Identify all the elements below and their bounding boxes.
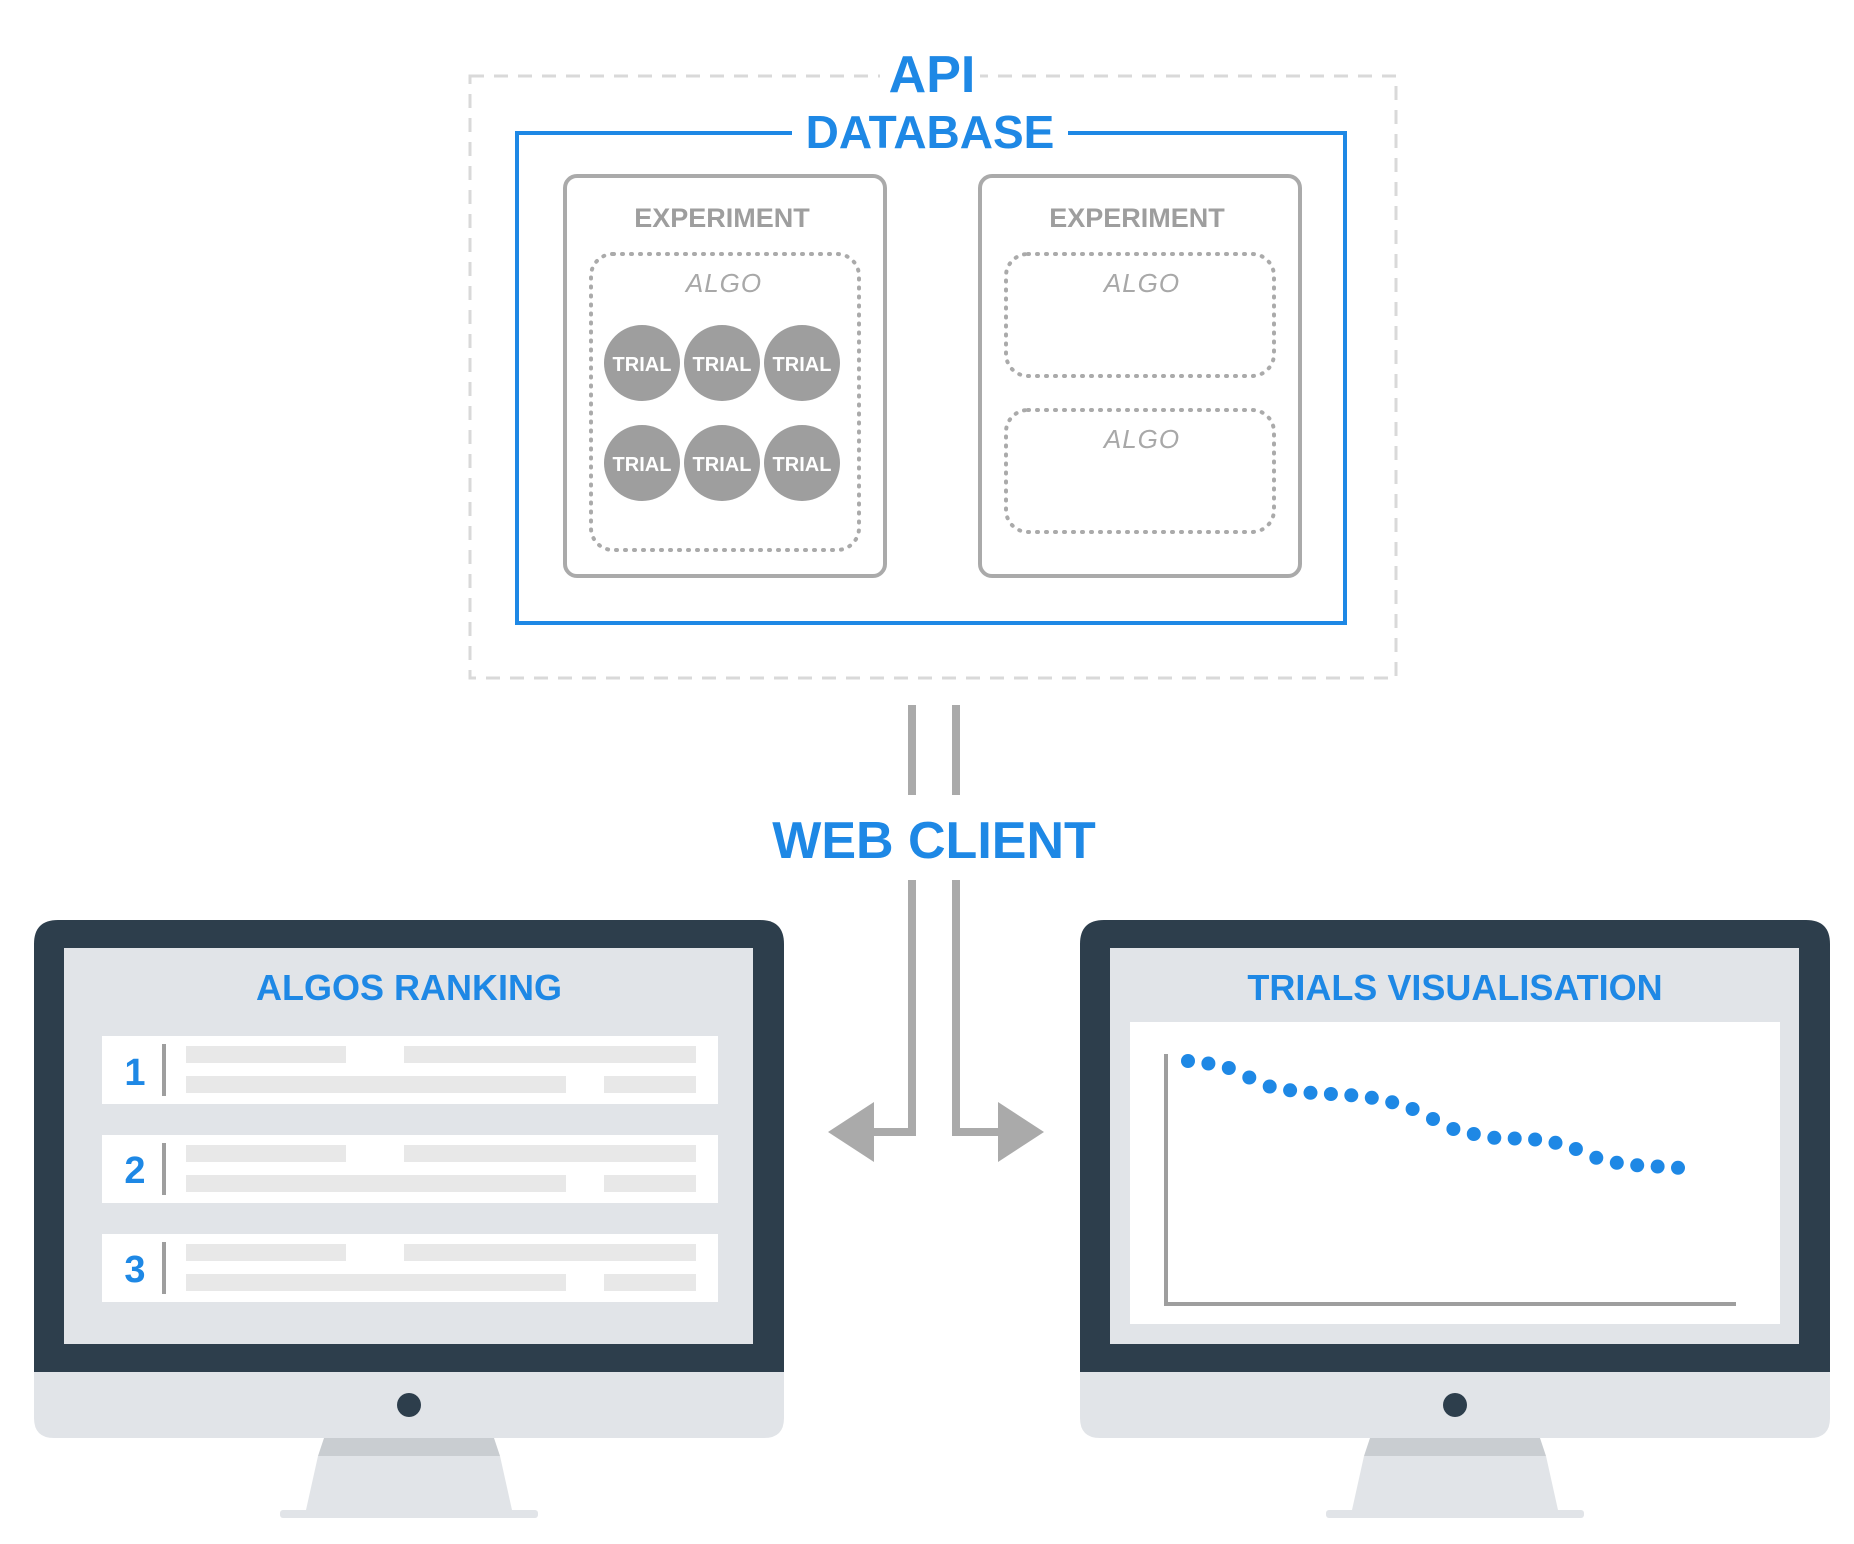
trial-node: TRIAL [684, 425, 760, 501]
trial-point [1589, 1150, 1604, 1165]
database-label: DATABASE [806, 106, 1055, 158]
ranking-row: 3 [102, 1234, 718, 1302]
trial-point [1630, 1158, 1645, 1173]
web-client-label: WEB CLIENT [772, 812, 1096, 870]
trial-point [1283, 1083, 1298, 1098]
trial-point [1446, 1122, 1461, 1136]
algo-label: ALGO [1102, 424, 1180, 454]
trial-point [1181, 1054, 1195, 1068]
trial-point [1385, 1095, 1400, 1110]
experiment-card-2: EXPERIMENT ALGO ALGO [978, 174, 1302, 578]
trial-node: TRIAL [604, 425, 680, 501]
trial-node: TRIAL [764, 425, 840, 501]
svg-text:TRIAL: TRIAL [773, 354, 832, 376]
trial-point [1507, 1131, 1522, 1146]
plot-panel [1130, 1022, 1780, 1324]
trial-point [1466, 1127, 1481, 1141]
ranking-monitor: ALGOS RANKING 1 2 3 [34, 920, 784, 1518]
trial-point [1671, 1160, 1685, 1175]
left-arrow [828, 880, 916, 1162]
trial-point [1426, 1112, 1440, 1126]
ranking-row: 1 [102, 1036, 718, 1104]
experiment-label: EXPERIMENT [634, 203, 810, 233]
trial-point [1405, 1102, 1420, 1116]
api-label: API [889, 46, 976, 104]
algo-label: ALGO [1102, 268, 1180, 298]
algo-box [1004, 252, 1276, 378]
trial-point [1568, 1142, 1583, 1156]
trial-point [1262, 1079, 1277, 1094]
trial-point [1548, 1135, 1563, 1150]
ranking-title: ALGOS RANKING [256, 967, 562, 1008]
trial-point [1303, 1085, 1318, 1100]
rank-number: 2 [124, 1150, 145, 1192]
trial-node: TRIAL [684, 325, 760, 401]
experiment-card-1: EXPERIMENT ALGO TRIAL TRIAL TRIAL TRIAL … [563, 174, 887, 578]
right-arrow [952, 880, 1044, 1162]
trial-point [1650, 1159, 1665, 1174]
algo-box [589, 252, 861, 552]
trial-point [1344, 1088, 1359, 1103]
power-button [1443, 1393, 1467, 1417]
power-button [397, 1393, 421, 1417]
ranking-row: 2 [102, 1135, 718, 1203]
experiment-label: EXPERIMENT [1049, 203, 1225, 233]
trial-point [1609, 1155, 1624, 1170]
visualisation-monitor: TRIALS VISUALISATION [1080, 920, 1830, 1518]
trial-points [1181, 1054, 1685, 1175]
trial-point [1201, 1056, 1216, 1071]
svg-text:TRIAL: TRIAL [613, 454, 672, 476]
rank-number: 1 [124, 1052, 145, 1094]
svg-text:TRIAL: TRIAL [693, 454, 752, 476]
trial-point [1487, 1130, 1502, 1145]
trial-point [1323, 1087, 1338, 1101]
visualisation-title: TRIALS VISUALISATION [1247, 967, 1662, 1008]
trial-point [1364, 1090, 1379, 1105]
trial-point [1242, 1070, 1257, 1085]
svg-text:TRIAL: TRIAL [693, 354, 752, 376]
trial-node: TRIAL [764, 325, 840, 401]
svg-text:TRIAL: TRIAL [613, 354, 672, 376]
trial-point [1528, 1132, 1543, 1147]
trial-node: TRIAL [604, 325, 680, 401]
rank-number: 3 [124, 1249, 145, 1291]
algo-label: ALGO [684, 268, 762, 298]
svg-text:TRIAL: TRIAL [773, 454, 832, 476]
algo-box [1004, 408, 1276, 534]
trial-point [1221, 1061, 1236, 1075]
